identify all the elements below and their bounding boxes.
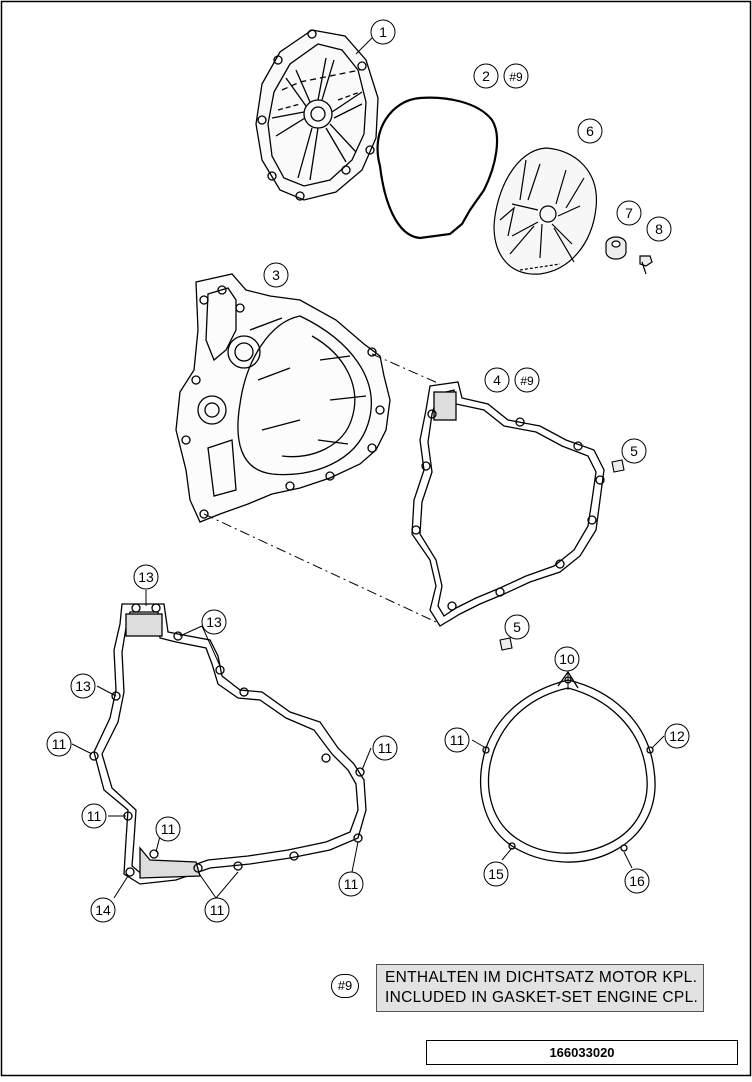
clutch-cover-housing: [175, 273, 391, 523]
pressure-plate: [493, 147, 597, 275]
callout-12: 12: [664, 723, 690, 749]
callout-5b: 5: [504, 614, 530, 640]
callout-10: 10: [554, 646, 580, 672]
callout-13c: 13: [70, 673, 96, 699]
callout-13a: 13: [133, 564, 159, 590]
callout-11g: 11: [444, 727, 470, 753]
callout-4-ref: #9: [514, 367, 540, 393]
callout-label: 11: [450, 732, 465, 748]
ignition-cover-gasket: [480, 670, 656, 863]
callout-label: 5: [513, 619, 521, 635]
callout-label: 12: [669, 728, 685, 744]
callout-11e: 11: [204, 897, 230, 923]
callout-label: 10: [559, 651, 575, 667]
generator-cover-gasket: [89, 603, 367, 885]
callout-label: 11: [210, 902, 225, 918]
callout-label: 11: [87, 808, 102, 824]
callout-label: 13: [138, 569, 154, 585]
callout-2-ref: #9: [503, 63, 529, 89]
callout-label: 11: [378, 740, 393, 756]
callout-label: 1: [379, 24, 387, 40]
assembly-leader-lines: [203, 353, 441, 623]
callout-label: 4: [493, 372, 501, 388]
callout-label: 11: [161, 821, 176, 837]
screw-part-8: [639, 255, 653, 275]
callout-label: 13: [75, 678, 91, 694]
callout-label: 7: [625, 205, 633, 221]
callout-13b: 13: [201, 609, 227, 635]
callout-15: 15: [483, 861, 509, 887]
callout-6: 6: [577, 118, 603, 144]
callouts: 1 2 #9 3 4 #9 5 5 6 7 8 10 11 11 11 11 1…: [46, 19, 690, 923]
callout-label: 5: [630, 443, 638, 459]
callout-label: 11: [344, 876, 359, 892]
callout-11b: 11: [372, 735, 398, 761]
callout-label: 11: [52, 736, 67, 752]
callout-7: 7: [616, 200, 642, 226]
callout-11d: 11: [155, 816, 181, 842]
callout-11a: 11: [46, 731, 72, 757]
o-ring: [376, 96, 499, 240]
callout-label: #9: [520, 374, 534, 388]
callout-label: #9: [509, 70, 523, 84]
callout-5a: 5: [621, 438, 647, 464]
callout-11f: 11: [338, 871, 364, 897]
note-line-german: ENTHALTEN IM DICHTSATZ MOTOR KPL.: [385, 969, 698, 986]
callout-label: 2: [482, 68, 490, 84]
callout-label: 16: [629, 873, 645, 889]
callout-leaders: [71, 37, 665, 899]
sleeve-part: [605, 236, 627, 260]
clutch-cover-outer: [255, 29, 379, 201]
callout-3: 3: [263, 262, 289, 288]
note-reference-badge: #9: [331, 974, 359, 998]
callout-1: 1: [370, 19, 396, 45]
callout-2: 2: [473, 63, 499, 89]
drawing-number: 166033020: [426, 1040, 738, 1065]
callout-11c: 11: [81, 803, 107, 829]
callout-14: 14: [90, 897, 116, 923]
screw-part-5: [499, 459, 625, 651]
callout-8: 8: [646, 216, 672, 242]
callout-4: 4: [484, 367, 510, 393]
note-line-english: INCLUDED IN GASKET-SET ENGINE CPL.: [385, 989, 699, 1006]
callout-label: 14: [95, 902, 111, 918]
kit-note-box: ENTHALTEN IM DICHTSATZ MOTOR KPL. INCLUD…: [376, 964, 704, 1012]
callout-label: 3: [272, 267, 280, 283]
callout-16: 16: [624, 868, 650, 894]
callout-label: 6: [586, 123, 594, 139]
callout-label: 15: [488, 866, 504, 882]
callout-label: 8: [655, 221, 663, 237]
callout-label: 13: [206, 614, 222, 630]
clutch-cover-gasket: [411, 381, 605, 627]
